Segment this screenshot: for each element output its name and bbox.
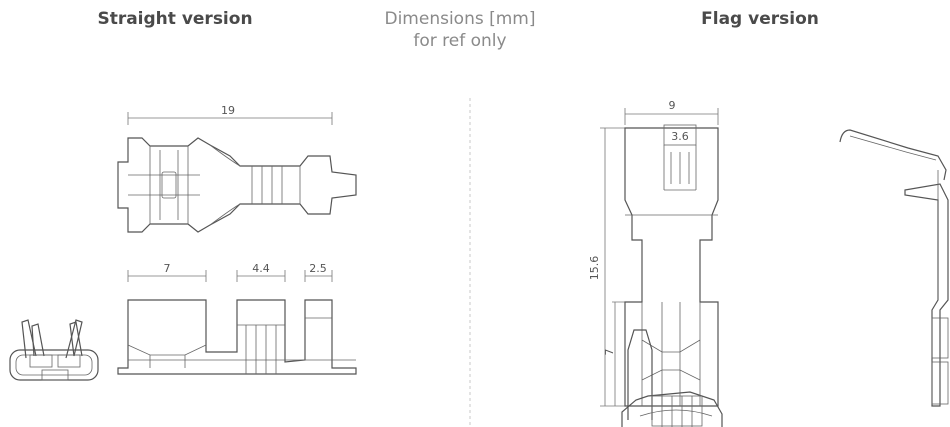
dim-label-7-flag: 7 [603, 349, 616, 356]
dim-label-19: 19 [221, 104, 235, 117]
flag-version-title: Flag version [701, 9, 819, 29]
flag-front-view: 9 15.6 7 3.6 [588, 99, 719, 407]
dim-label-15-6: 15.6 [588, 256, 601, 281]
dim-label-4-4: 4.4 [252, 262, 270, 275]
dimensions-ref-label: for ref only [413, 31, 507, 51]
dim-label-9: 9 [669, 99, 676, 112]
dim-label-2-5: 2.5 [309, 262, 327, 275]
dimensions-note: Dimensions [mm] for ref only [340, 8, 580, 52]
dim-label-7: 7 [164, 262, 171, 275]
straight-end-view [9, 319, 99, 381]
flag-bottom-view [621, 329, 723, 427]
flag-inner-box [663, 124, 697, 146]
flag-side-view [839, 129, 949, 407]
straight-version-title: Straight version [97, 9, 253, 29]
dim-label-3-6: 3.6 [671, 130, 689, 143]
dimensions-unit-label: Dimensions [mm] [384, 9, 536, 29]
straight-side-view: 7 4.4 2.5 [117, 262, 357, 375]
straight-top-view: 19 [117, 104, 357, 233]
